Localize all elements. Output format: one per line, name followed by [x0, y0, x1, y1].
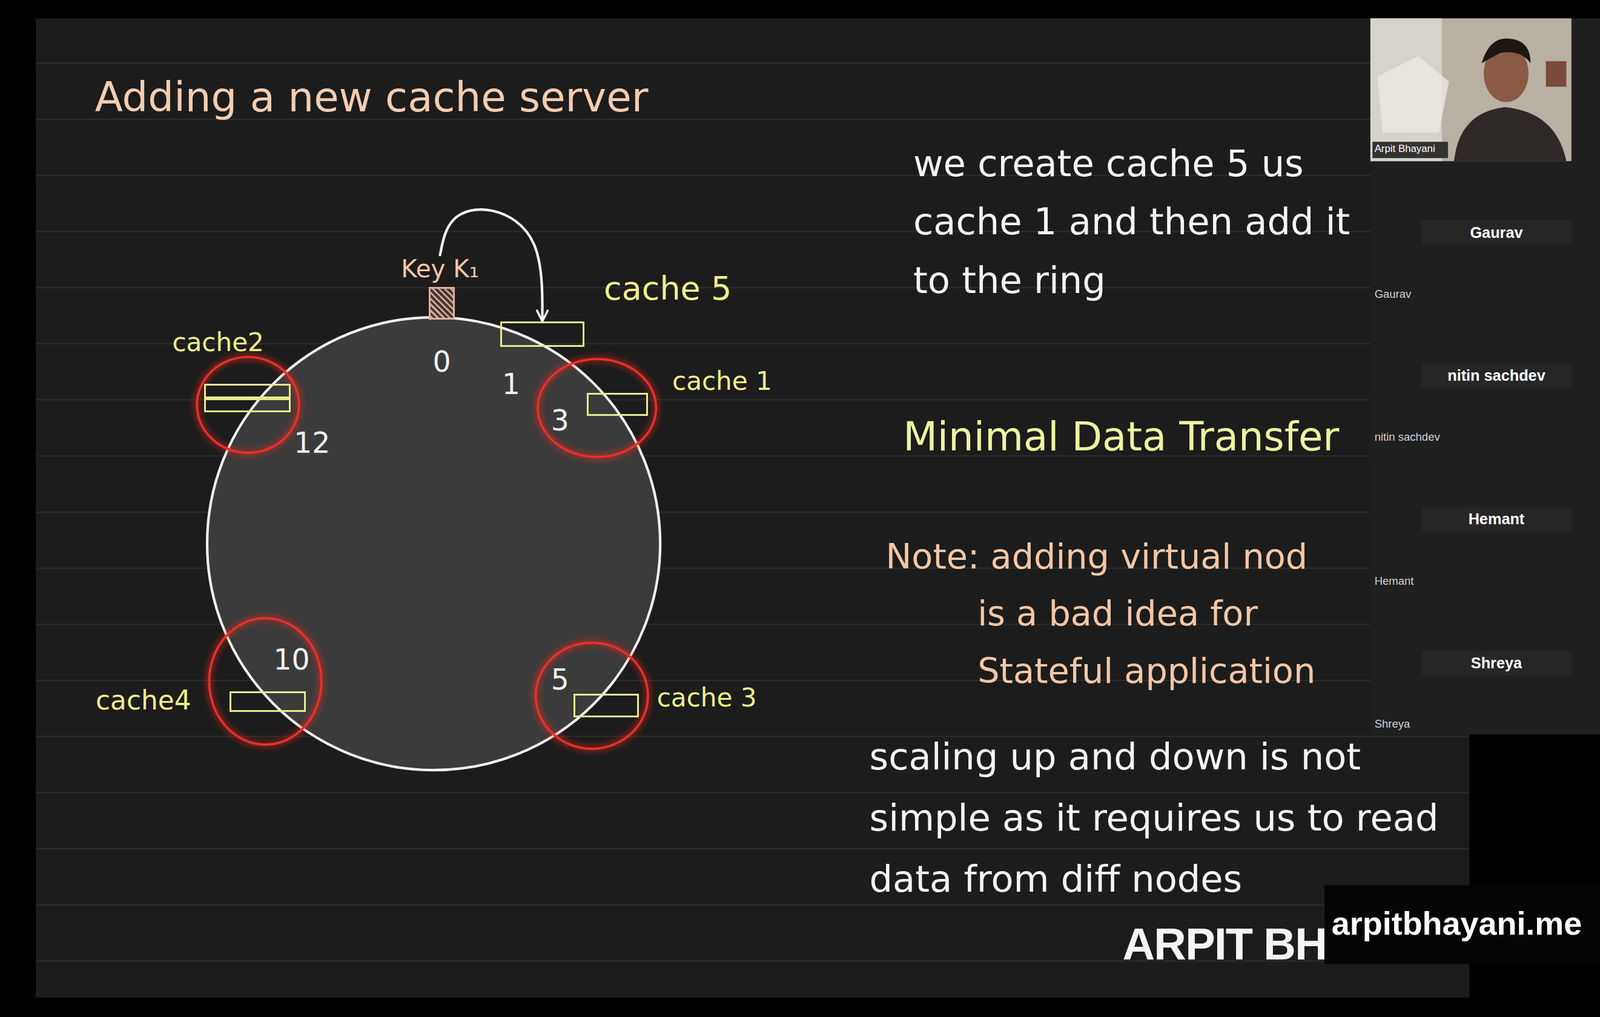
label-holder: Shreya — [1421, 654, 1572, 673]
highlight-loop — [535, 643, 648, 750]
node-label: Key K₁ — [400, 254, 480, 284]
label-holder: Note: adding virtual nod is a bad idea f… — [885, 528, 1330, 701]
label-holder: nitin sachdev — [1374, 430, 1441, 444]
label-holder: Hemant — [1374, 574, 1415, 589]
label-holder: 1 — [502, 367, 521, 403]
heading-text: Minimal Data Transfer — [902, 413, 1339, 461]
name-tag — [1372, 141, 1448, 159]
label-holder: Arpit Bhayani — [1374, 142, 1436, 156]
participant-name: Hemant — [1374, 574, 1415, 589]
highlight-loop — [208, 618, 321, 745]
participant-name: Gaurav — [1421, 223, 1572, 242]
label-holder: 0 — [432, 345, 451, 380]
cache-server: cache 3 — [573, 694, 639, 718]
label-holder: Hemant — [1421, 509, 1572, 529]
note-text: Note: adding virtual nod is a bad idea f… — [885, 528, 1330, 701]
position-number: 5 — [551, 663, 570, 698]
label-holder: 10 — [273, 643, 311, 678]
label-holder: Minimal Data Transfer — [902, 413, 1339, 461]
ruled-line — [35, 904, 1470, 906]
position-number: 10 — [273, 643, 311, 678]
highlight-glow — [208, 618, 321, 745]
node-label: cache 5 — [603, 270, 732, 308]
slide-title: Adding a new cache server — [95, 73, 649, 123]
name-pill — [1421, 506, 1572, 532]
participant-name: Hemant — [1421, 509, 1572, 529]
cache-server: cache4 — [229, 691, 306, 713]
video-person-body — [1454, 107, 1567, 162]
highlight-glow — [535, 643, 648, 750]
position-number: 0 — [432, 345, 451, 380]
participant-name: Shreya — [1374, 717, 1411, 731]
note-text: we create cache 5 us cache 1 and then ad… — [913, 134, 1368, 309]
label-holder: 5 — [551, 663, 570, 698]
watermark-text: arpitbhayani.me — [1331, 904, 1582, 944]
label-holder: Shreya — [1374, 717, 1411, 731]
name-pill — [1421, 220, 1572, 245]
node-label: cache 3 — [657, 683, 758, 713]
cache-server: cache 1 — [586, 393, 648, 417]
label-holder: 3 — [551, 403, 570, 439]
note-text: scaling up and down is not simple as it … — [869, 726, 1482, 911]
highlight-glow — [537, 359, 656, 458]
position-number: 1 — [502, 367, 521, 403]
video-name: Arpit Bhayani — [1374, 142, 1436, 156]
node-label: cache 1 — [672, 366, 773, 397]
label-holder: scaling up and down is not simple as it … — [869, 726, 1482, 911]
ruled-line — [35, 848, 1470, 850]
highlight-loop — [537, 359, 656, 458]
video-tile — [1370, 18, 1572, 162]
name-pill — [1421, 363, 1572, 388]
position-number: 3 — [551, 403, 570, 439]
label-holder: 12 — [293, 426, 331, 461]
label-holder: Gaurav — [1374, 287, 1412, 301]
ruled-line — [35, 62, 1470, 64]
ruled-line — [35, 792, 1470, 794]
video-net — [1377, 56, 1450, 133]
node-label: cache2 — [171, 328, 265, 358]
ruled-line — [35, 287, 1470, 289]
participant-name: nitin sachdev — [1421, 366, 1572, 385]
participant-name: nitin sachdev — [1374, 430, 1441, 444]
title-holder: Adding a new cache server — [95, 73, 649, 123]
highlight-loop — [196, 357, 299, 453]
participant-name: Gaurav — [1374, 287, 1412, 301]
key-square — [428, 287, 456, 320]
label-holder: ARPIT BH — [1122, 918, 1327, 972]
key-marker: Key K₁ — [400, 254, 480, 320]
name-pill — [1421, 651, 1572, 676]
label-holder: nitin sachdev — [1421, 366, 1572, 385]
cache-server: cache 5 — [500, 321, 586, 348]
video-poster — [1546, 61, 1567, 87]
cache-server: cache2 — [204, 383, 291, 413]
node-label: cache4 — [95, 685, 192, 716]
participant-name: Shreya — [1421, 654, 1572, 673]
position-number: 12 — [293, 426, 331, 461]
label-holder: Gaurav — [1421, 223, 1572, 242]
participant-panel — [1370, 18, 1600, 735]
highlight-glow — [196, 357, 299, 453]
watermark-text: ARPIT BH — [1122, 918, 1327, 972]
watermark-box — [1324, 885, 1600, 965]
video-person-hair — [1481, 38, 1531, 64]
label-holder: arpitbhayani.me — [1331, 904, 1582, 944]
slide-background — [35, 18, 1470, 999]
label-holder: we create cache 5 us cache 1 and then ad… — [913, 134, 1368, 309]
